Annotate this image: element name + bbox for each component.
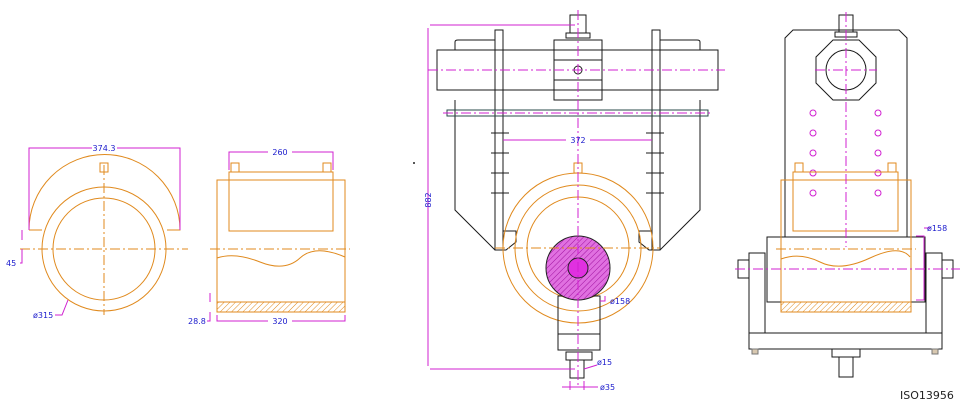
part-front-view: 374.3 45 ø315 [6, 144, 188, 320]
dim-top-260: 260 [272, 148, 287, 157]
dim-pin-15: ø15 [597, 358, 612, 367]
dim-width-374: 374.3 [93, 144, 116, 153]
dim-diameter-315: ø315 [33, 311, 53, 320]
dim-offset-45: 45 [6, 259, 16, 268]
fixture-side-view: ø158 [735, 12, 960, 378]
dim-pin-35: ø35 [600, 383, 615, 392]
dim-height-882: 882 [424, 192, 433, 207]
dim-bottom-320: 320 [272, 317, 287, 326]
fixture-front-view: 372 882 ø158 ø15 ø35 [424, 10, 725, 392]
dim-thickness-28-8: 28.8 [188, 317, 206, 326]
part-side-view: 260 320 28.8 [188, 148, 350, 326]
dim-shaft-158: ø158 [610, 297, 630, 306]
dim-span-372: 372 [570, 136, 585, 145]
dim-shaft-158-side: ø158 [927, 224, 947, 233]
drawing-id-label: ISO13956 [900, 389, 954, 402]
